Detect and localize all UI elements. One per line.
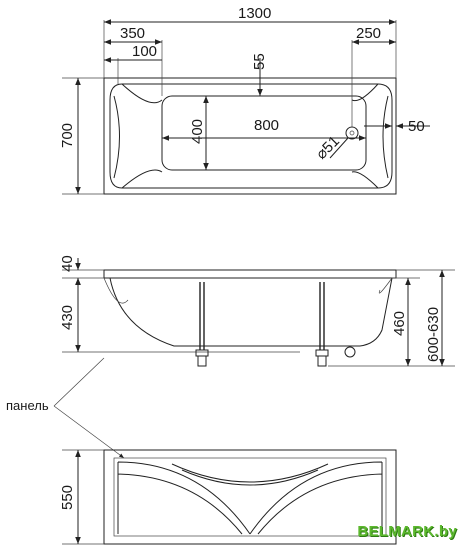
dim-inner-height: 400 (189, 119, 206, 144)
side-view: 40 430 460 600-630 (59, 255, 455, 367)
front-panel-view: 550 (59, 449, 397, 545)
leg-right (315, 282, 329, 367)
panel-decor-center (171, 463, 329, 486)
dim-rim: 50 (408, 118, 425, 135)
top-view-bottom-area (161, 95, 367, 171)
siphon-icon (344, 346, 356, 358)
top-view: 1300 350 100 55 250 700 400 800 ⌀51 50 (59, 5, 430, 195)
dim-55: 55 (251, 53, 268, 70)
top-view-outer-rim (103, 77, 397, 195)
dim-100: 100 (132, 43, 157, 60)
drain-icon (345, 126, 359, 140)
top-view-headrest-curve (113, 83, 163, 189)
dim-leg-height: 460 (391, 311, 408, 336)
watermark-logo: BELMARK.by (357, 523, 457, 540)
panel-decor-left (117, 461, 251, 535)
dim-350: 350 (120, 25, 145, 42)
side-view-tub-body (109, 277, 393, 347)
side-view-rim (103, 269, 397, 279)
front-panel-outline (103, 449, 397, 545)
dim-panel-height: 550 (59, 485, 76, 510)
dim-250: 250 (356, 25, 381, 42)
dim-width: 700 (59, 123, 76, 148)
dim-inner-length: 800 (254, 117, 279, 134)
panel-callout: панель (6, 357, 125, 459)
dim-rim-height: 40 (59, 255, 76, 272)
panel-decor-right (249, 461, 383, 535)
panel-label: панель (6, 398, 49, 413)
dim-body-height: 430 (59, 305, 76, 330)
leg-left (195, 282, 209, 367)
dim-total-height: 600-630 (425, 307, 442, 362)
dim-drain-diameter: ⌀51 (313, 133, 343, 163)
dim-overall-length: 1300 (238, 5, 271, 22)
top-view-bowl-outline (109, 83, 393, 189)
